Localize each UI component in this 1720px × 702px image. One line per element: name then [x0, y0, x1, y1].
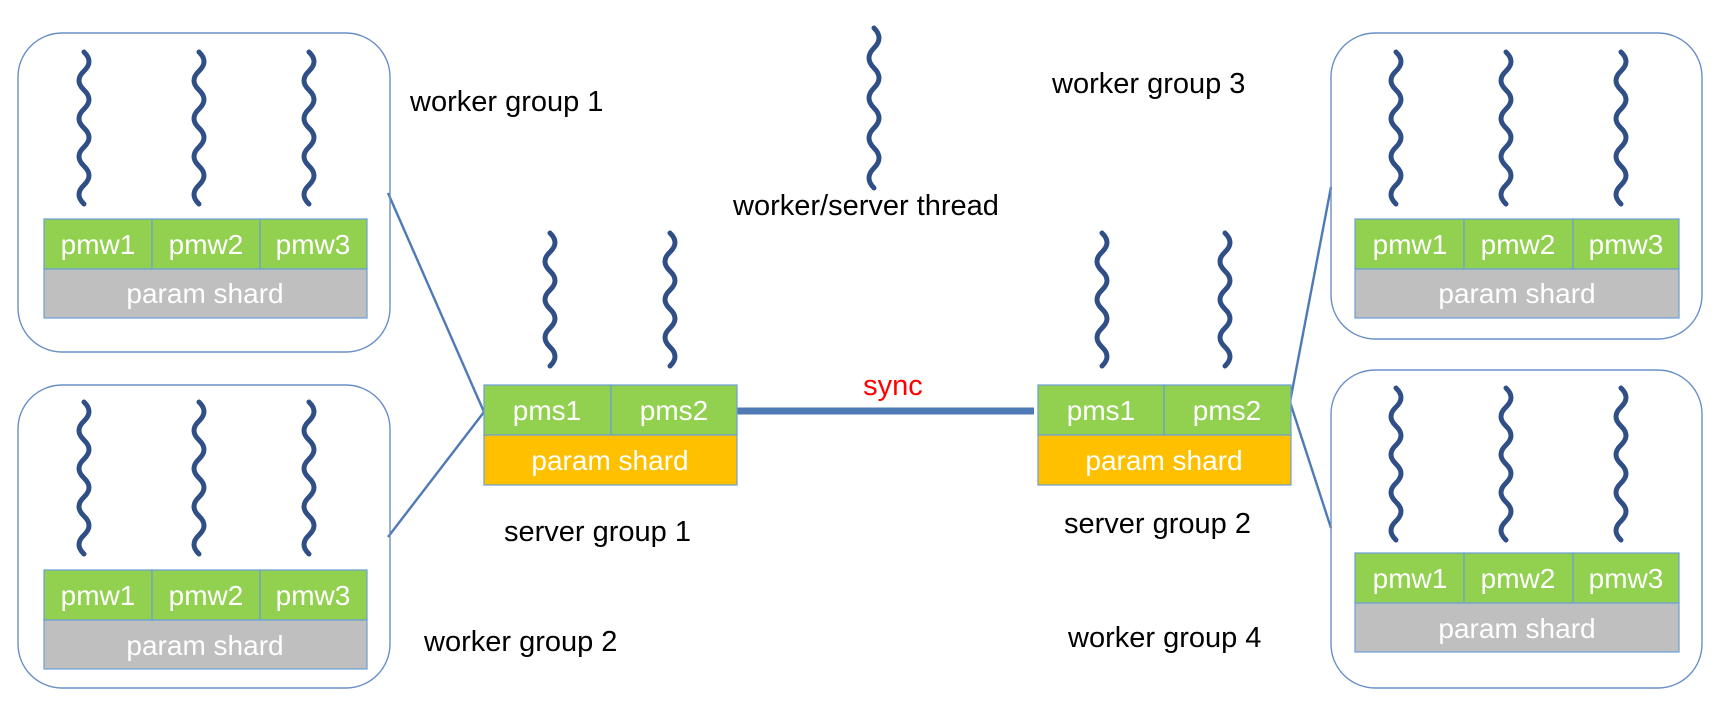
worker-group-container — [1330, 32, 1703, 340]
server-group-1: pms1 pms2 param shard — [483, 230, 738, 486]
pmw3-label: pmw3 — [276, 229, 351, 260]
pms2-cell — [610, 384, 738, 436]
pmw2-label: pmw2 — [1481, 563, 1556, 594]
worker-group-container — [17, 384, 391, 689]
pmw3-label: pmw3 — [276, 580, 351, 611]
pmw1-cell — [1354, 218, 1465, 270]
pmw1-label: pmw1 — [61, 580, 136, 611]
legend-thread-icon — [866, 25, 882, 191]
server-group-2: pms1 pms2 param shard — [1037, 230, 1292, 486]
sync-label: sync — [863, 370, 923, 402]
worker-group-4-label: worker group 4 — [1067, 622, 1261, 654]
worker-group-2-label: worker group 2 — [423, 626, 617, 658]
param-shard — [43, 268, 368, 319]
connector-wg3-sg2 — [1288, 186, 1333, 403]
thread-icon — [1388, 49, 1404, 207]
worker-group-2: pmw1 pmw2 pmw3 param shard — [17, 384, 391, 689]
connectors — [386, 186, 1333, 538]
thread-icon — [191, 399, 207, 557]
pmw2-label: pmw2 — [1481, 229, 1556, 260]
pmw1-cell — [43, 569, 153, 621]
thread-icon — [1613, 385, 1629, 543]
pms1-label: pms1 — [1067, 395, 1135, 426]
thread-icon — [542, 230, 558, 369]
pmw3-label: pmw3 — [1589, 563, 1664, 594]
threads — [1388, 49, 1629, 207]
worker-group-1: pmw1 pmw2 pmw3 param shard — [17, 32, 391, 353]
param-shard-label: param shard — [1438, 278, 1595, 309]
pmw3-cell — [1572, 218, 1680, 270]
thread-icon — [1498, 49, 1514, 207]
pms1-cell — [1037, 384, 1165, 436]
thread-icon — [662, 230, 678, 369]
threads — [1094, 230, 1233, 369]
worker-group-4: pmw1 pmw2 pmw3 param shard — [1330, 369, 1703, 689]
pmw1-label: pmw1 — [61, 229, 136, 260]
pmw1-label: pmw1 — [1373, 229, 1448, 260]
thread-icon — [191, 49, 207, 207]
thread-icon — [1498, 385, 1514, 543]
param-shard — [43, 619, 368, 670]
pmw3-cell — [1572, 552, 1680, 604]
pmw2-cell — [151, 218, 261, 270]
thread-icon — [301, 49, 317, 207]
worker-group-container — [1330, 369, 1703, 689]
param-shard — [483, 434, 738, 486]
param-shard-label: param shard — [1438, 613, 1595, 644]
thread-icon — [1217, 230, 1233, 369]
pmw1-label: pmw1 — [1373, 563, 1448, 594]
pms1-label: pms1 — [513, 395, 581, 426]
param-shard-label: param shard — [126, 278, 283, 309]
connector-wg1-sg1 — [386, 192, 486, 413]
pmw2-label: pmw2 — [169, 229, 244, 260]
server-group-1-label: server group 1 — [504, 516, 691, 548]
worker-group-1-label: worker group 1 — [409, 86, 603, 118]
server-group-2-label: server group 2 — [1064, 508, 1251, 540]
param-shard-label: param shard — [126, 630, 283, 661]
pms2-label: pms2 — [1193, 395, 1261, 426]
thread-icon — [1388, 385, 1404, 543]
threads — [1388, 385, 1629, 543]
param-shard — [1354, 602, 1680, 653]
param-shard-label: param shard — [1085, 445, 1242, 476]
threads — [76, 49, 317, 207]
connector-wg4-sg2 — [1288, 401, 1333, 529]
pmw1-cell — [43, 218, 153, 270]
pmw2-label: pmw2 — [169, 580, 244, 611]
threads — [76, 399, 317, 557]
thread-icon — [76, 399, 92, 557]
worker-group-container — [17, 32, 391, 353]
threads — [542, 230, 678, 369]
param-shard — [1354, 268, 1680, 319]
param-shard-label: param shard — [531, 445, 688, 476]
pmw3-cell — [259, 218, 368, 270]
pms2-cell — [1163, 384, 1292, 436]
pms1-cell — [483, 384, 612, 436]
pms2-label: pms2 — [640, 395, 708, 426]
pmw1-cell — [1354, 552, 1465, 604]
thread-icon — [1094, 230, 1110, 369]
param-shard — [1037, 434, 1292, 486]
pmw3-label: pmw3 — [1589, 229, 1664, 260]
worker-group-3-label: worker group 3 — [1051, 68, 1245, 100]
thread-icon — [1613, 49, 1629, 207]
connector-wg2-sg1 — [387, 411, 485, 538]
worker-group-3: pmw1 pmw2 pmw3 param shard — [1330, 32, 1703, 340]
legend-thread-label: worker/server thread — [732, 190, 999, 222]
thread-icon — [76, 49, 92, 207]
thread-icon — [301, 399, 317, 557]
